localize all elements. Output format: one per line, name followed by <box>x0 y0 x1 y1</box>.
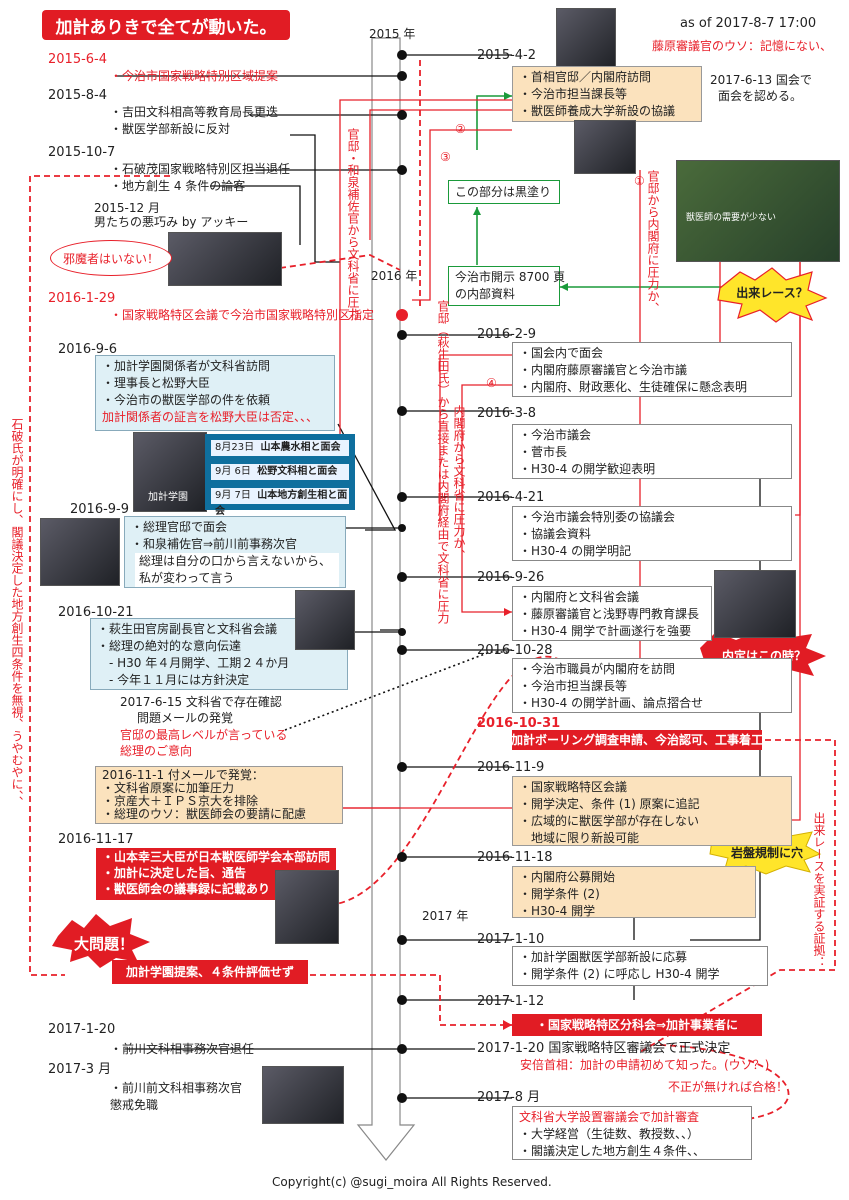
box-2015-4-2: ・首相官邸／内閣府訪問 ・今治市担当課長等 ・獣医師養成大学新設の協議 <box>512 66 702 122</box>
box-2016-10-28: ・今治市職員が内閣府を訪問 ・今治市担当課長等 ・H30-4 の開学計画、論点摺… <box>512 658 792 713</box>
event-date: 2017-1-12 <box>477 994 544 1010</box>
event-date: 2016-4-21 <box>477 490 544 506</box>
banner-2016-10-31: 加計ボーリング調査申請、今治認可、工事着工 <box>512 730 762 750</box>
event-line: ・前川前文科相事務次官 <box>110 1080 242 1096</box>
event-line: 2017-1-20 国家戦略特区審議会で正式決定 <box>477 1041 730 1057</box>
photo-document-caption: 獣医師の需要が少ない <box>686 210 776 226</box>
mail-red-line: 官邸の最高レベルが言っている <box>120 727 287 743</box>
kokkai-note: 面会を認める。 <box>718 88 802 104</box>
meeting-row: 9月 7日 山本地方創生相と面会 <box>211 488 349 504</box>
event-date: 2017-8 月 <box>477 1090 540 1106</box>
imabari-doc-box: 今治市開示 8700 頁 の内部資料 <box>448 266 560 306</box>
photo-hagiuda <box>295 590 355 650</box>
event-date: 2017-3 月 <box>48 1062 111 1078</box>
event-date: 2016-10-28 <box>477 643 553 659</box>
event-line: 男たちの悪巧み by アッキー <box>94 214 248 230</box>
box-2017-8: 文科省大学設置審議会で加計審査 ・大学経営（生徒数、教授数、、） ・閣議決定した… <box>512 1106 752 1160</box>
timeline-arrow <box>358 38 414 1160</box>
asof-timestamp: as of 2017-8-7 17:00 <box>680 16 816 32</box>
event-date: 2015-4-2 <box>477 48 536 64</box>
meeting-list: 8月23日 山本農水相と面会 9月 6日 松野文科相と面会 9月 7日 山本地方… <box>205 434 355 510</box>
hyouka-banner: 加計学園提案、４条件評価せず <box>112 960 308 984</box>
box-2016-2-9: ・国会内で面会 ・内閣府藤原審議官と今治市議 ・内閣府、財政悪化、生徒確保に懸念… <box>512 342 792 397</box>
event-date: 2015-6-4 <box>48 52 107 68</box>
event-date: 2016-11-18 <box>477 850 553 866</box>
event-date: 2016-1-29 <box>48 291 115 307</box>
vtext-dekirace-proof: 出来レースを実証する証拠： <box>812 812 826 968</box>
event-line: 懲戒免職 <box>110 1097 158 1113</box>
box-2016-11-18: ・内閣府公募開始 ・開学条件 (2) ・H30-4 開学 <box>512 866 756 918</box>
event-date: 2016-9-9 <box>70 502 129 518</box>
kakegakuen-caption: 加計学園 <box>148 490 188 506</box>
event-date: 2015-10-7 <box>48 145 115 161</box>
event-line: ・吉田文科相高等教育局長更迭 <box>110 104 278 120</box>
box-2016-9-26: ・内閣府と文科省会議 ・藤原審議官と浅野専門教育課長 ・H30-4 開学で計画遂… <box>512 586 712 641</box>
box-2016-3-8: ・今治市議会 ・菅市長 ・H30-4 の開学歓迎表明 <box>512 424 792 479</box>
photo-yamamoto <box>275 870 339 944</box>
kuronuri-box: この部分は黒塗り <box>448 180 560 204</box>
box-2016-9-9: ・総理官邸で面会 ・和泉補佐官⇒前川前事務次官 総理は自分の口から言えないから、… <box>124 516 346 588</box>
ganban-burst: 岩盤規制に穴 <box>714 836 820 868</box>
marker-4: ④ <box>486 376 497 390</box>
vtext-ishiba: 石破氏が明確にし、閣議決定した地方創生四条件を無視、うやむやに、、 <box>10 418 24 808</box>
event-line: ・前川文科相事務次官退任 <box>110 1041 254 1057</box>
vtext-hagiuda: 官邸（萩生田氏）から直接または内閣府経由で文科省に圧力 <box>436 300 450 624</box>
meeting-row: 8月23日 山本農水相と面会 <box>211 440 349 456</box>
box-2017-1-10: ・加計学園獣医学部新設に応募 ・開学条件 (2) に呼応し H30-4 開学 <box>512 946 768 986</box>
photo-fujiwara <box>574 120 636 174</box>
event-date: 2016-11-17 <box>58 832 134 848</box>
jamamono-bubble: 邪魔者はいない！ <box>50 240 172 276</box>
banner-2017-1-12: ・国家戦略特区分科会⇒加計事業者に <box>512 1014 762 1036</box>
vtext-kantei-izumi: 官邸・和泉補佐官から文科省に圧力 <box>346 128 360 320</box>
event-date: 2016-2-9 <box>477 327 536 343</box>
dekirace-burst: 出来レース？ <box>722 276 822 308</box>
event-date: 2016-11-9 <box>477 760 544 776</box>
page-title: 加計ありきで全てが動いた。 <box>42 10 290 40</box>
event-line: ・石破茂国家戦略特別区担当退任 <box>110 161 290 177</box>
photo-shimomura <box>556 8 616 70</box>
event-date: 2016-9-26 <box>477 570 544 586</box>
mail-red-line: 総理のご意向 <box>120 743 192 759</box>
event-line: ・獣医学部新設に反対 <box>110 121 230 137</box>
kokkai-note: 2017-6-13 国会で <box>710 72 812 88</box>
year-2016: 2016 年 <box>371 268 417 284</box>
photo-suga <box>262 1066 344 1124</box>
abe-note: 安倍首相：加計の申請初めて知った。(ウソ？) <box>520 1057 769 1073</box>
box-2016-9-6: ・加計学園関係者が文科省訪問 ・理事長と松野大臣 ・今治市の獣医学部の件を依頼 … <box>95 355 335 431</box>
box-2016-4-21: ・今治市議会特別委の協議会 ・協議会資料 ・H30-4 の開学明記 <box>512 506 792 561</box>
vtext-naikakufu: 内閣府から文科省に圧力か、 <box>452 405 466 561</box>
event-line: ・国家戦略特区会議で今治市国家戦略特別区指定 <box>110 307 374 323</box>
event-line: ・今治市国家戦略特別区域提案 <box>110 68 278 84</box>
vtext-kantei-naikaku: 官邸から内閣府に圧力か、 <box>646 170 660 314</box>
event-date: 2016-3-8 <box>477 406 536 422</box>
mail-line: 2017-6-15 文科省で存在確認 <box>120 694 282 710</box>
marker-3: ③ <box>440 150 451 164</box>
meeting-row: 9月 6日 松野文科相と面会 <box>211 464 349 480</box>
box-2016-11-1: 2016-11-1 付メールで発覚： ・文科省原案に加筆圧力 ・京産大＋ＩＰＳ京… <box>95 766 343 824</box>
fujiwara-note: 藤原審議官のウソ：記憶にない、 <box>652 38 832 54</box>
event-date: 2015-8-4 <box>48 88 107 104</box>
event-date: 2017-1-20 <box>48 1022 115 1038</box>
event-line: ・地方創生 4 条件の論客 <box>110 178 245 194</box>
fusei-note: 不正が無ければ合格！ <box>668 1079 788 1095</box>
marker-1: ① <box>634 174 645 188</box>
year-2015: 2015 年 <box>369 26 415 42</box>
copyright: Copyright(c) @sugi_moira All Rights Rese… <box>272 1174 552 1190</box>
marker-2: ② <box>455 122 466 136</box>
photo-izumi <box>40 518 120 586</box>
year-2017: 2017 年 <box>422 908 468 924</box>
photo-party <box>168 232 282 286</box>
mail-line: 問題メールの発覚 <box>137 710 233 726</box>
photo-asano <box>714 570 796 638</box>
